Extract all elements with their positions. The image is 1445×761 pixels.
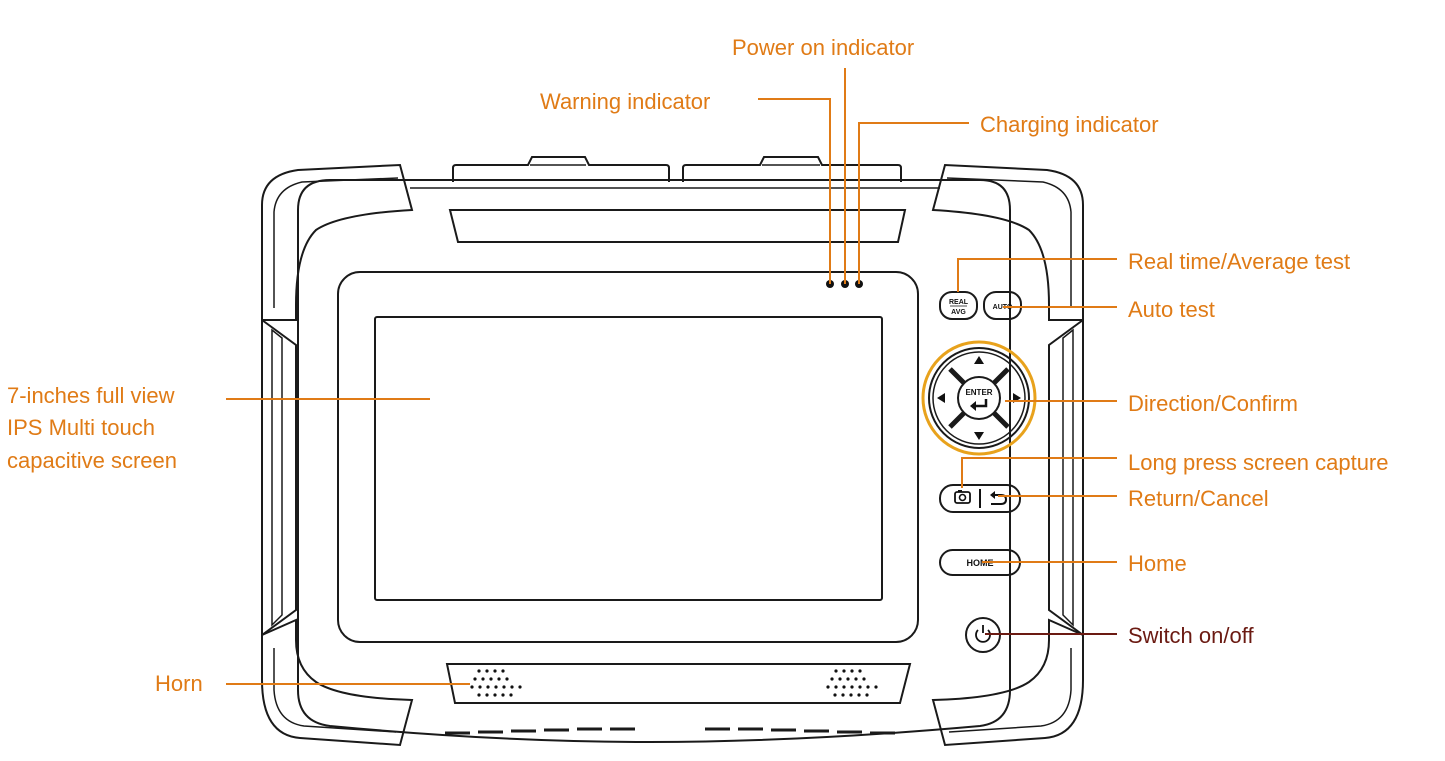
auto-label: AUTO	[993, 304, 1013, 311]
auto-button[interactable]: AUTO	[983, 291, 1022, 320]
arrow-left-icon[interactable]	[937, 393, 945, 403]
label-horn: Horn	[155, 671, 203, 696]
return-arrow-icon[interactable]	[990, 491, 1008, 505]
callout-labels: Power on indicator Warning indicator Cha…	[7, 35, 1389, 696]
real-avg-bottom-label: AVG	[951, 309, 966, 316]
device-body	[261, 156, 1084, 747]
label-real-avg: Real time/Average test	[1128, 249, 1350, 274]
label-screen-capture: Long press screen capture	[1128, 450, 1389, 475]
label-screen-line-3: capacitive screen	[7, 448, 177, 473]
enter-button[interactable]: ENTER	[957, 376, 1001, 420]
label-charging: Charging indicator	[980, 112, 1159, 137]
bottom-vent-marks	[445, 727, 895, 735]
speaker-grille	[445, 663, 912, 704]
label-power-on: Power on indicator	[732, 35, 914, 60]
arrow-up-icon[interactable]	[974, 356, 984, 364]
label-warning: Warning indicator	[540, 89, 710, 114]
touch-screen[interactable]	[337, 271, 919, 643]
home-label: HOME	[967, 558, 994, 568]
label-return-cancel: Return/Cancel	[1128, 486, 1269, 511]
leader-lines	[226, 68, 1117, 685]
label-direction: Direction/Confirm	[1128, 391, 1298, 416]
arrow-down-icon[interactable]	[974, 432, 984, 440]
real-avg-top-label: REAL	[949, 299, 969, 306]
direction-pad[interactable]	[921, 340, 1037, 456]
label-screen-line-2: IPS Multi touch	[7, 415, 155, 440]
label-home: Home	[1128, 551, 1187, 576]
real-avg-button[interactable]: REAL AVG	[939, 291, 978, 320]
label-screen-line-1: 7-inches full view	[7, 383, 175, 408]
enter-label: ENTER	[965, 388, 992, 397]
enter-arrow-icon	[970, 399, 988, 411]
capture-return-button[interactable]	[939, 484, 1021, 513]
camera-icon[interactable]	[954, 490, 971, 504]
label-switch: Switch on/off	[1128, 623, 1254, 648]
label-auto-test: Auto test	[1128, 297, 1215, 322]
